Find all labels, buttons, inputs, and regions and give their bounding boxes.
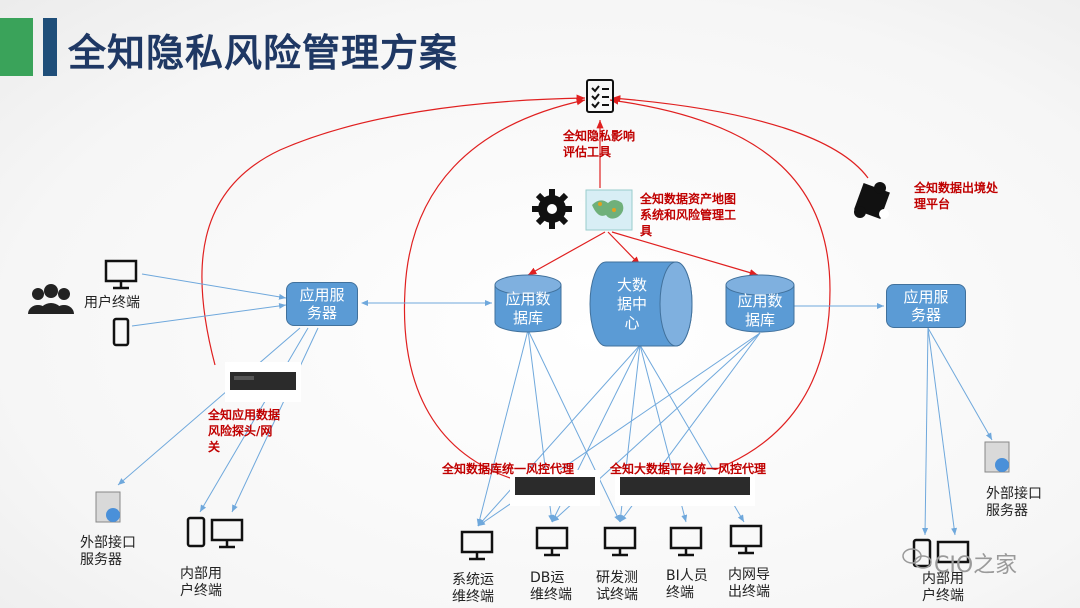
title-accent-green [0, 18, 33, 76]
phone-icon [112, 317, 130, 347]
app-db-right-label: 应用数 据库 [737, 292, 783, 329]
ext-server-right-label: 外部接口 服务器 [986, 486, 1042, 519]
users-icon [28, 284, 74, 314]
slide-title: 全知隐私风险管理方案 [68, 31, 459, 75]
app-server-left: 应用服 务器 [286, 282, 358, 326]
intranet-export-terminal-label: 内网导 出终端 [728, 567, 770, 600]
red-connectors [201, 94, 869, 479]
wechat-watermark-icon [902, 548, 932, 569]
app-db-left-label: 应用数 据库 [505, 290, 551, 327]
ops-terminal-label: 系统运 维终端 [452, 572, 494, 605]
user-terminal-label: 用户终端 [84, 295, 140, 311]
db-proxy-appliance-image [510, 470, 600, 506]
internal-terminal-icons-left [186, 516, 244, 549]
server-icon [95, 491, 121, 523]
bigdata-proxy-appliance-image [615, 470, 755, 506]
watermark-text: CIO之家 [934, 553, 1018, 578]
title-accent-blue [43, 18, 57, 76]
dev-test-terminal-label: 研发测 试终端 [596, 570, 638, 603]
db-proxy-label: 全知数据库统一风控代理 [442, 462, 575, 476]
internal-terminal-icons-right [912, 538, 970, 568]
gear-icon [532, 189, 572, 229]
cross-border-platform-label: 全知数据出境处 理平台 [914, 181, 999, 211]
gateway-appliance-image [225, 362, 301, 402]
app-db-right-cylinder [725, 274, 795, 333]
bigdata-center-cylinder [589, 261, 693, 347]
puzzle-icon [854, 182, 890, 219]
monitor-icon [104, 259, 138, 290]
checklist-icon [586, 79, 614, 113]
app-server-right: 应用服 务器 [886, 284, 966, 328]
assessment-tool-label: 全知隐私影响 评估工具 [563, 129, 636, 159]
bigdata-proxy-label: 全知大数据平台统一风控代理 [610, 462, 767, 476]
app-gateway-label: 全知应用数据 风险探头/网 关 [208, 408, 281, 454]
bottom-monitor-icons [460, 524, 763, 561]
app-db-left-cylinder [494, 274, 562, 333]
ext-server-left-label: 外部接口 服务器 [80, 535, 136, 568]
world-map-icon [585, 189, 633, 231]
internal-user-right-label: 内部用 户终端 [922, 571, 964, 604]
bi-terminal-label: BI人员 终端 [666, 568, 708, 601]
db-ops-terminal-label: DB运 维终端 [530, 570, 572, 603]
server-icon [984, 441, 1010, 473]
asset-map-tool-label: 全知数据资产地图 系统和风险管理工 具 [640, 192, 737, 238]
internal-user-left-label: 内部用 户终端 [180, 566, 222, 599]
bigdata-center-label: 大数 据中 心 [616, 276, 647, 332]
